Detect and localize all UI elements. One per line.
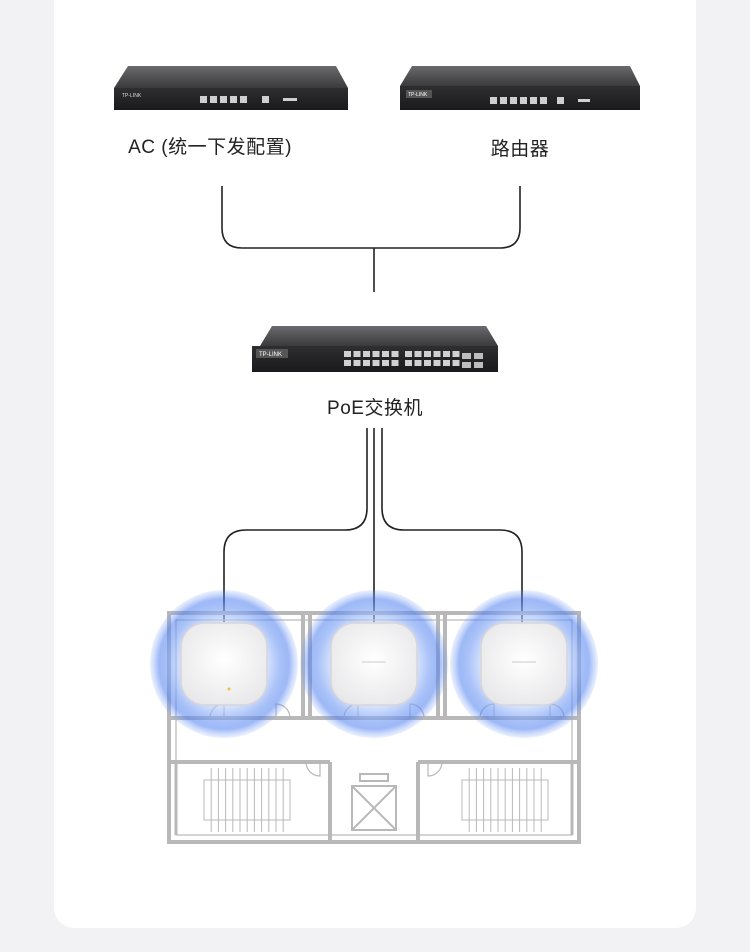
switch-port <box>414 351 422 357</box>
switch-port <box>353 351 361 357</box>
ac-brand-text: TP-LINK <box>122 93 142 99</box>
switch-port <box>353 360 361 366</box>
router-ethernet-ports <box>490 97 590 104</box>
switch-ethernet-ports <box>344 351 460 366</box>
ap-3-body <box>480 622 568 706</box>
switch-sfp-ports <box>462 353 483 368</box>
ac-label: AC (统一下发配置) <box>128 137 292 158</box>
elevator-shaft <box>351 773 397 831</box>
switch-port <box>443 360 450 366</box>
ap-2-body <box>330 622 418 706</box>
switch-port <box>391 351 399 357</box>
switch-brand-text: TP-LINK <box>259 352 282 358</box>
switch-port <box>405 360 412 366</box>
ap-1-body <box>180 622 268 706</box>
router-label: 路由器 <box>490 139 550 160</box>
access-point-1 <box>150 590 298 738</box>
uplink-cables <box>221 186 521 292</box>
switch-port <box>452 360 460 366</box>
switch-port <box>414 360 422 366</box>
poe-cables <box>223 428 523 622</box>
stairs-left-steps <box>210 768 284 832</box>
switch-port <box>443 351 450 357</box>
switch-port <box>433 360 441 366</box>
switch-port <box>363 351 370 357</box>
stairs-right <box>461 768 549 832</box>
switch-port <box>424 351 431 357</box>
access-point-2 <box>300 590 448 738</box>
switch-port <box>372 360 380 366</box>
poe-switch-device: TP-LINK <box>252 326 498 372</box>
access-point-3 <box>450 590 598 738</box>
ac-ethernet-ports <box>200 96 297 103</box>
ap-1-led <box>227 687 231 691</box>
switch-port <box>372 351 380 357</box>
switch-port <box>363 360 370 366</box>
stairs-right-steps <box>468 768 542 832</box>
switch-port <box>433 351 441 357</box>
switch-port <box>344 351 351 357</box>
router-logo-badge <box>406 90 432 98</box>
switch-port <box>382 360 389 366</box>
ac-controller-device: TP-LINK <box>114 66 348 110</box>
switch-port <box>391 360 399 366</box>
stairs-left <box>203 768 291 832</box>
switch-port <box>344 360 351 366</box>
switch-logo-badge <box>256 349 288 358</box>
switch-port <box>382 351 389 357</box>
poe-switch-label: PoE交换机 <box>327 398 423 419</box>
switch-port <box>424 360 431 366</box>
switch-port <box>405 351 412 357</box>
router-device: TP-LINK <box>400 66 640 110</box>
router-brand-text: TP-LINK <box>408 92 428 98</box>
switch-port <box>452 351 460 357</box>
